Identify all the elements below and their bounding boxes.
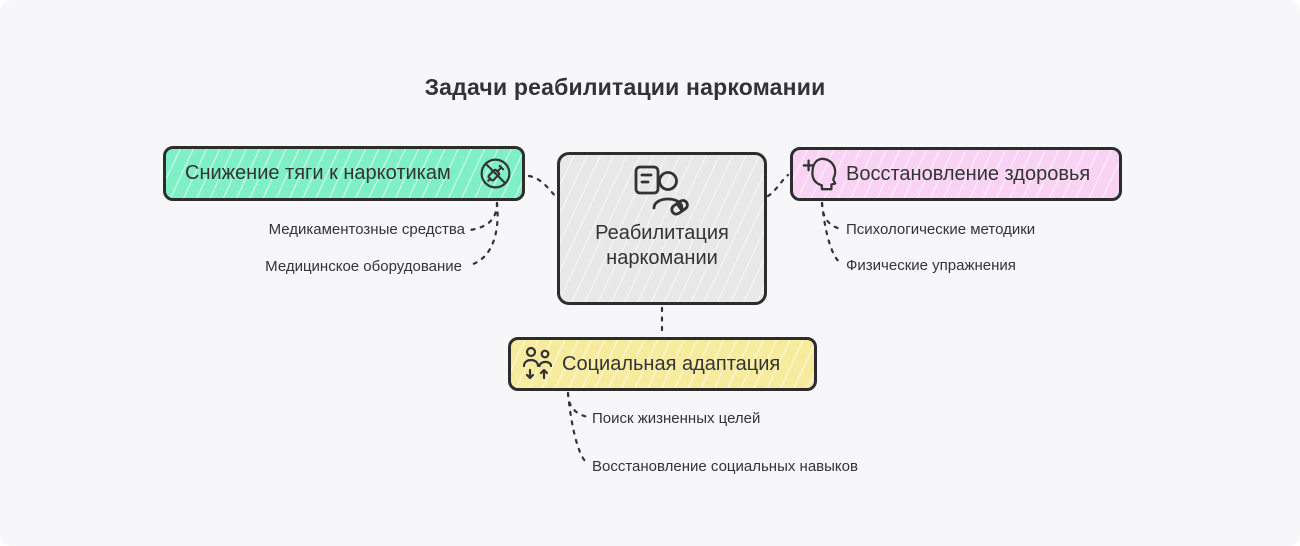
node-center-label: Реабилитация наркомании (595, 221, 729, 271)
diagram-title: Задачи реабилитации наркомании (424, 74, 826, 100)
connector-green-child-2 (468, 201, 499, 267)
node-reduce-cravings: Снижение тяги к наркотикам (163, 146, 525, 201)
connector-green-child-1 (468, 201, 499, 232)
connector-pink-child-2 (820, 201, 844, 266)
center-label-line-2: наркомании (606, 247, 718, 269)
leaf-psychological-methods: Психологические методики (846, 221, 1036, 238)
node-health-recovery-label: Восстановление здоровья (846, 162, 1091, 185)
leaf-medication: Медикаментозные средства (268, 221, 465, 238)
connector-green-center (527, 174, 558, 199)
connector-yellow-child-1 (566, 391, 590, 419)
no-syringe-icon (477, 155, 514, 192)
head-plus-icon (801, 155, 839, 193)
connector-yellow-child-2 (566, 391, 590, 466)
node-social-adaptation-label: Социальная адаптация (562, 352, 781, 375)
leaf-medical-equipment: Медицинское оборудование (265, 258, 462, 275)
connector-pink-child-1 (820, 201, 844, 231)
leaf-social-skills: Восстановление социальных навыков (592, 458, 858, 475)
node-social-adaptation: Социальная адаптация (508, 337, 817, 391)
node-center-rehabilitation: Реабилитация наркомании (557, 152, 767, 305)
people-arrows-icon (519, 345, 555, 383)
center-label-line-1: Реабилитация (595, 222, 729, 244)
leaf-life-goals: Поиск жизненных целей (592, 410, 761, 427)
leaf-physical-exercises: Физические упражнения (846, 257, 1016, 274)
node-health-recovery: Восстановление здоровья (790, 147, 1122, 201)
rehab-document-person-pill-icon (629, 164, 695, 218)
node-reduce-cravings-label: Снижение тяги к наркотикам (185, 162, 451, 184)
connector-center-pink (766, 173, 790, 198)
